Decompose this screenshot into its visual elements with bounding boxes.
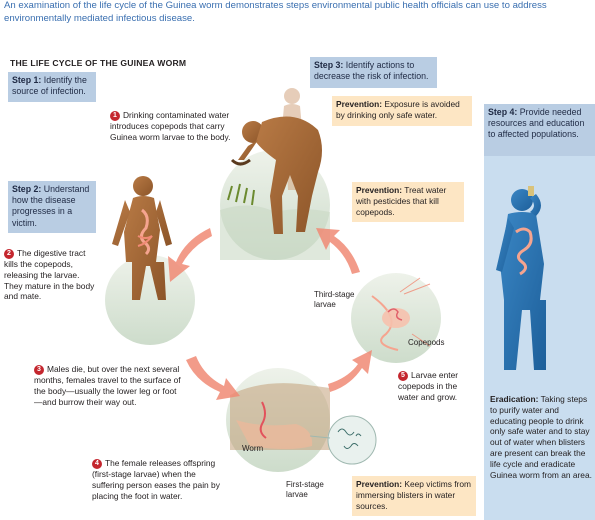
drinking-person-icon [230,116,322,234]
step3-text: Identify actions to decrease the risk of… [314,60,429,82]
cycle-arrows [168,228,372,400]
figure-caption: An examination of the life cycle of the … [4,0,547,24]
step2-text: Understand how the disease progresses in… [12,184,90,228]
prevention1-text: Exposure is avoided by drinking only saf… [336,99,460,120]
step2-box: Step 2: Understand how the disease progr… [8,181,96,233]
step4-text: Provide needed resources and education t… [488,107,585,140]
step3-box: Step 3: Identify actions to decrease the… [310,57,437,88]
stage2-number: 2 [4,249,14,259]
eradication-label: Eradication: [490,394,539,404]
step1-box: Step 1: Identify the source of infection… [8,72,96,102]
stage5-number: 5 [398,371,408,381]
stage4-number: 4 [92,459,102,469]
step4-label: Step 4: [488,107,518,117]
stage5-text: Larvae enter copepods in the water and g… [398,370,459,402]
stage5-circle [351,273,441,363]
stage3-number: 3 [34,365,44,375]
step2-label: Step 2: [12,184,42,194]
prevention2-text: Treat water with pesticides that kill co… [356,185,447,217]
prevention-box-2: Prevention: Treat water with pesticides … [352,182,464,222]
step4-box: Step 4: Provide needed resources and edu… [484,104,595,156]
stage4-text: The female releases offspring (first-sta… [92,458,220,501]
first-stage-larvae-label: First-stage larvae [286,480,324,499]
step1-label: Step 1: [12,75,42,85]
prevention-box-3: Prevention: Keep victims from immersing … [352,476,476,516]
stage1-number: 1 [110,111,120,121]
stage3-circle [226,368,330,472]
worm-label: Worm [242,444,264,453]
prevention3-text: Keep victims from immersing blisters in … [356,479,471,511]
educated-person-icon [496,186,546,370]
step3-label: Step 3: [314,60,344,70]
step1-text: Identify the source of infection. [12,75,87,97]
prevention-box-1: Prevention: Exposure is avoided by drink… [332,96,472,126]
stage2-text: The digestive tract kills the copepods, … [4,248,95,302]
stage1-text: Drinking contaminated water introduces c… [110,110,231,142]
prevention3-label: Prevention: [356,479,403,489]
stage3-text: Males die, but over the next several mon… [34,364,181,407]
eradication-body: Taking steps to purify water and educati… [490,394,592,480]
copepods-label: Copepods [408,338,445,347]
eradication-text: Eradication: Taking steps to purify wate… [490,394,592,480]
standing-person-icon [112,176,172,300]
prevention1-label: Prevention: [336,99,383,109]
prevention2-label: Prevention: [356,185,403,195]
diagram-title: THE LIFE CYCLE OF THE GUINEA WORM [10,58,187,68]
third-stage-larvae-label: Third-stage larvae [314,290,355,309]
larvae-magnifier [309,415,377,465]
